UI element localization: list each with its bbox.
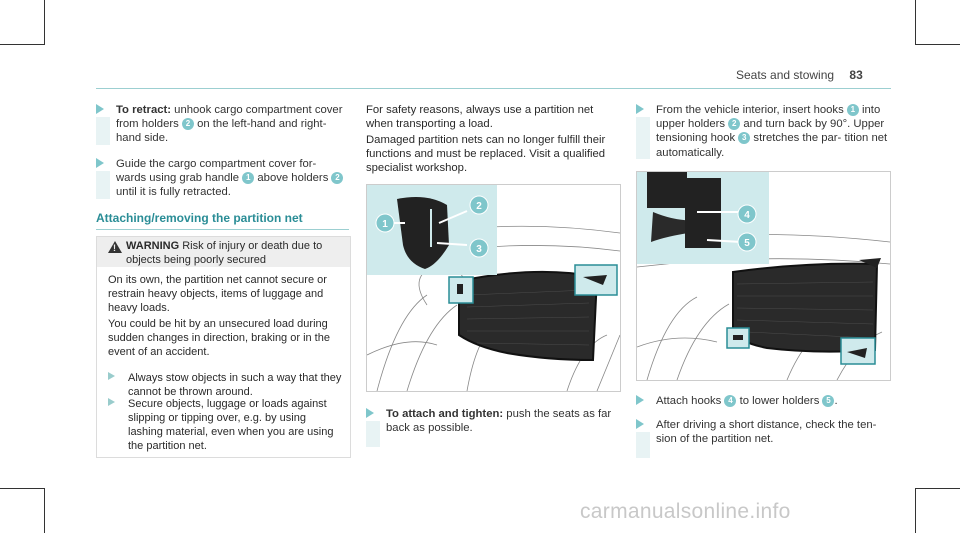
step-text: To attach and tighten: push the seats as…	[386, 407, 621, 435]
step-bar	[366, 421, 380, 447]
text: to lower holders	[736, 395, 823, 407]
text: stretches the par‐ tition net automatica…	[656, 132, 888, 159]
callout-number: 2	[331, 172, 344, 185]
step-arrow-icon	[96, 158, 104, 168]
step-text: Guide the cargo compartment cover for‐ w…	[116, 157, 349, 200]
text: and turn back by 90°. Upper tensioning h…	[656, 118, 885, 145]
step-arrow-icon	[636, 419, 644, 429]
crop-mark	[915, 0, 916, 45]
callout-2: 2	[476, 201, 482, 212]
callout-number: 1	[242, 172, 255, 185]
instruction-step: Attach hooks 4 to lower holders 5.	[636, 394, 891, 410]
warning-title: WARNING Risk of injury or death due to o…	[126, 240, 341, 267]
instruction-step: To retract: unhook cargo compartment cov…	[96, 103, 349, 145]
step-label: To retract:	[116, 104, 172, 116]
page-number: 83	[849, 68, 863, 82]
partition-net-figure-1: 1 2 3	[366, 184, 621, 392]
callout-number: 2	[181, 118, 194, 131]
warning-box: WARNING Risk of injury or death due to o…	[96, 236, 351, 458]
callout-4: 4	[744, 210, 750, 221]
text: push the seats as far back as possible.	[386, 408, 612, 435]
text: Risk of injury or death due to objects b…	[126, 240, 323, 266]
crop-mark	[0, 488, 45, 489]
warning-label: WARNING	[126, 240, 180, 252]
text: Attach hooks	[656, 395, 725, 407]
step-bar	[636, 432, 650, 458]
watermark: carmanualsonline.info	[580, 500, 791, 523]
step-text: Attach hooks 4 to lower holders 5.	[656, 394, 891, 408]
warning-header: WARNING Risk of injury or death due to o…	[97, 237, 350, 267]
step-text: To retract: unhook cargo compartment cov…	[116, 103, 349, 146]
warning-step-text: Always stow objects in such a way that t…	[128, 372, 342, 398]
step-text: After driving a short distance, check th…	[656, 418, 891, 446]
step-bar	[96, 117, 110, 145]
text: From the vehicle interior, insert hooks	[656, 104, 847, 116]
callout-5: 5	[744, 238, 750, 249]
warning-step-text: Secure objects, luggage or loads against…	[128, 398, 334, 452]
illustration: 1 2 3	[367, 185, 620, 391]
step-arrow-icon	[636, 395, 644, 405]
callout-3: 3	[476, 244, 482, 255]
instruction-step: Guide the cargo compartment cover for‐ w…	[96, 157, 349, 199]
crop-mark	[915, 488, 916, 533]
text: until it is fully retracted.	[116, 186, 231, 199]
callout-1: 1	[382, 219, 388, 230]
illustration: 4 5	[637, 172, 890, 380]
text: .	[834, 395, 838, 407]
callout-number: 1	[846, 104, 859, 116]
warning-icon	[108, 241, 122, 253]
warning-paragraph: On its own, the partition net cannot sec…	[108, 274, 327, 314]
partition-net-figure-2: 4 5	[636, 171, 891, 381]
text: Guide the cargo compartment cover for‐ w…	[116, 158, 317, 185]
section-name: Seats and stowing	[736, 68, 835, 82]
instruction-step: To attach and tighten: push the seats as…	[366, 407, 621, 447]
text: on the left-hand and right-hand side.	[116, 118, 327, 145]
callout-number: 5	[822, 395, 835, 407]
crop-mark	[44, 488, 45, 533]
instruction-step: From the vehicle interior, insert hooks …	[636, 103, 891, 159]
instruction-step: After driving a short distance, check th…	[636, 418, 891, 458]
header-rule	[96, 88, 891, 89]
warning-body: On its own, the partition net cannot sec…	[108, 273, 343, 359]
text: After driving a short distance, check th…	[656, 419, 877, 446]
text: into upper holders	[656, 104, 881, 131]
step-arrow-icon	[366, 408, 374, 418]
text: unhook cargo compartment cover from hold…	[116, 104, 343, 131]
step-arrow-icon	[108, 398, 115, 406]
step-bar	[96, 171, 110, 199]
callout-number: 3	[738, 132, 751, 145]
crop-mark	[0, 44, 45, 45]
warning-paragraph: You could be hit by an unsecured load du…	[108, 318, 330, 358]
section-title: Attaching/removing the partition net	[96, 211, 303, 225]
running-header: Seats and stowing 83	[736, 68, 863, 82]
crop-mark	[915, 44, 960, 45]
step-arrow-icon	[108, 372, 115, 380]
step-bar	[636, 117, 650, 159]
paragraph: For safety reasons, always use a partiti…	[366, 104, 594, 131]
text: above holders	[254, 172, 332, 185]
step-label: To attach and tighten:	[386, 408, 504, 420]
step-arrow-icon	[96, 104, 104, 114]
paragraph: Damaged partition nets can no longer ful…	[366, 134, 606, 175]
callout-number: 4	[724, 395, 737, 407]
step-arrow-icon	[636, 104, 644, 114]
step-text: From the vehicle interior, insert hooks …	[656, 103, 891, 160]
crop-mark	[44, 0, 45, 45]
callout-number: 2	[728, 118, 741, 131]
crop-mark	[915, 488, 960, 489]
section-rule	[96, 229, 349, 230]
